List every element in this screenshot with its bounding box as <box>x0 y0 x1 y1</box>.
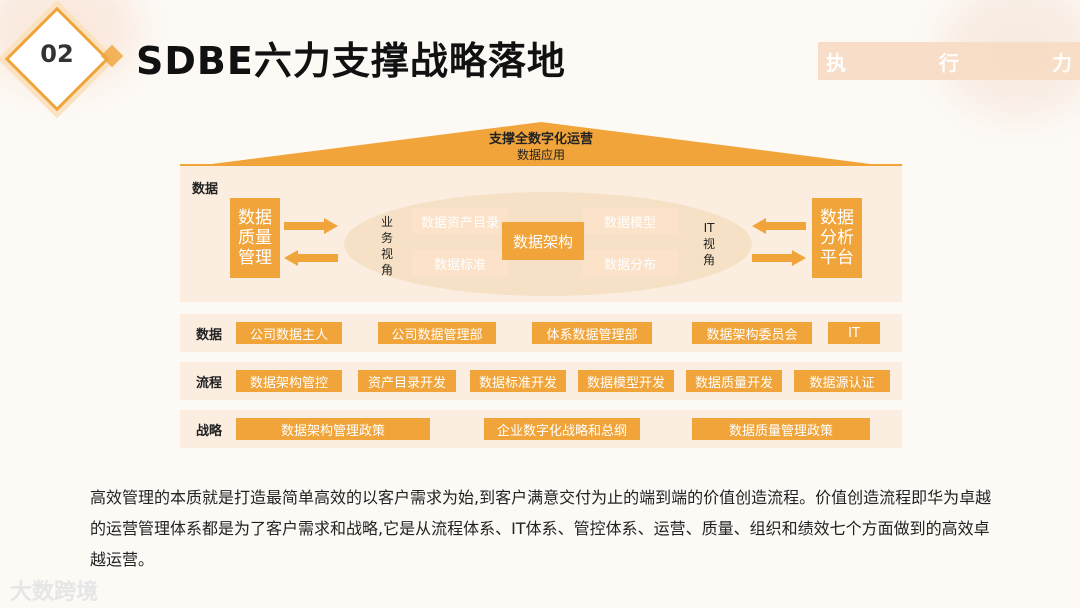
row-item: 公司数据主人 <box>236 322 342 344</box>
inner-box: 数据模型 <box>582 208 678 234</box>
row-item: 数据架构管控 <box>236 370 342 392</box>
row-label: 流程 <box>196 376 223 391</box>
row-item: 数据质量开发 <box>686 370 782 392</box>
row-item: 数据架构管理政策 <box>236 418 430 440</box>
it-view-label: IT 视 角 <box>702 221 715 267</box>
roof-title: 支撑全数字化运营 <box>488 132 593 147</box>
band-char: 力 <box>1052 50 1072 75</box>
band-char: 执 <box>826 50 846 75</box>
row-label: 战略 <box>196 424 223 439</box>
arrow-right-icon <box>284 218 338 234</box>
data-analysis-box: 数据 分析 平台 <box>812 198 862 278</box>
inner-box: 数据标准 <box>412 250 508 276</box>
row-item: 体系数据管理部 <box>532 322 652 344</box>
execution-band: 执 行 力 <box>818 42 1080 80</box>
data-quality-box: 数据 质量 管理 <box>230 198 280 278</box>
inner-box: 数据分布 <box>582 250 678 276</box>
business-view-label: 业 务 视 角 <box>380 215 393 277</box>
watermark-logo: 大数跨境 <box>10 574 98 606</box>
row-item: 资产目录开发 <box>358 370 456 392</box>
row-item: 数据质量管理政策 <box>692 418 870 440</box>
band-char: 行 <box>939 50 959 75</box>
section-number: 02 <box>40 40 74 68</box>
roof-subtitle: 数据应用 <box>516 148 565 162</box>
arrow-left-icon <box>752 218 806 234</box>
watermark-text: 大数跨境 <box>10 580 99 605</box>
row-label: 数据 <box>196 328 223 343</box>
row-item: 公司数据管理部 <box>378 322 496 344</box>
row-item: 数据源认证 <box>794 370 890 392</box>
row-item: 数据模型开发 <box>578 370 674 392</box>
row-item: 数据架构委员会 <box>692 322 812 344</box>
row-item: 数据标准开发 <box>470 370 566 392</box>
row-item: IT <box>828 322 880 344</box>
description-paragraph: 高效管理的本质就是打造最简单高效的以客户需求为始,到客户满意交付为止的端到端的价… <box>90 488 992 569</box>
data-architecture-center: 数据架构 <box>502 222 584 260</box>
panel-label: 数据 <box>192 182 219 197</box>
row-item: 企业数字化战略和总纲 <box>484 418 640 440</box>
page-title: SDBE六力支撑战略落地 <box>136 39 566 83</box>
arrow-right-icon <box>752 250 806 266</box>
arrow-left-icon <box>284 250 338 266</box>
inner-box: 数据资产目录 <box>412 208 508 234</box>
